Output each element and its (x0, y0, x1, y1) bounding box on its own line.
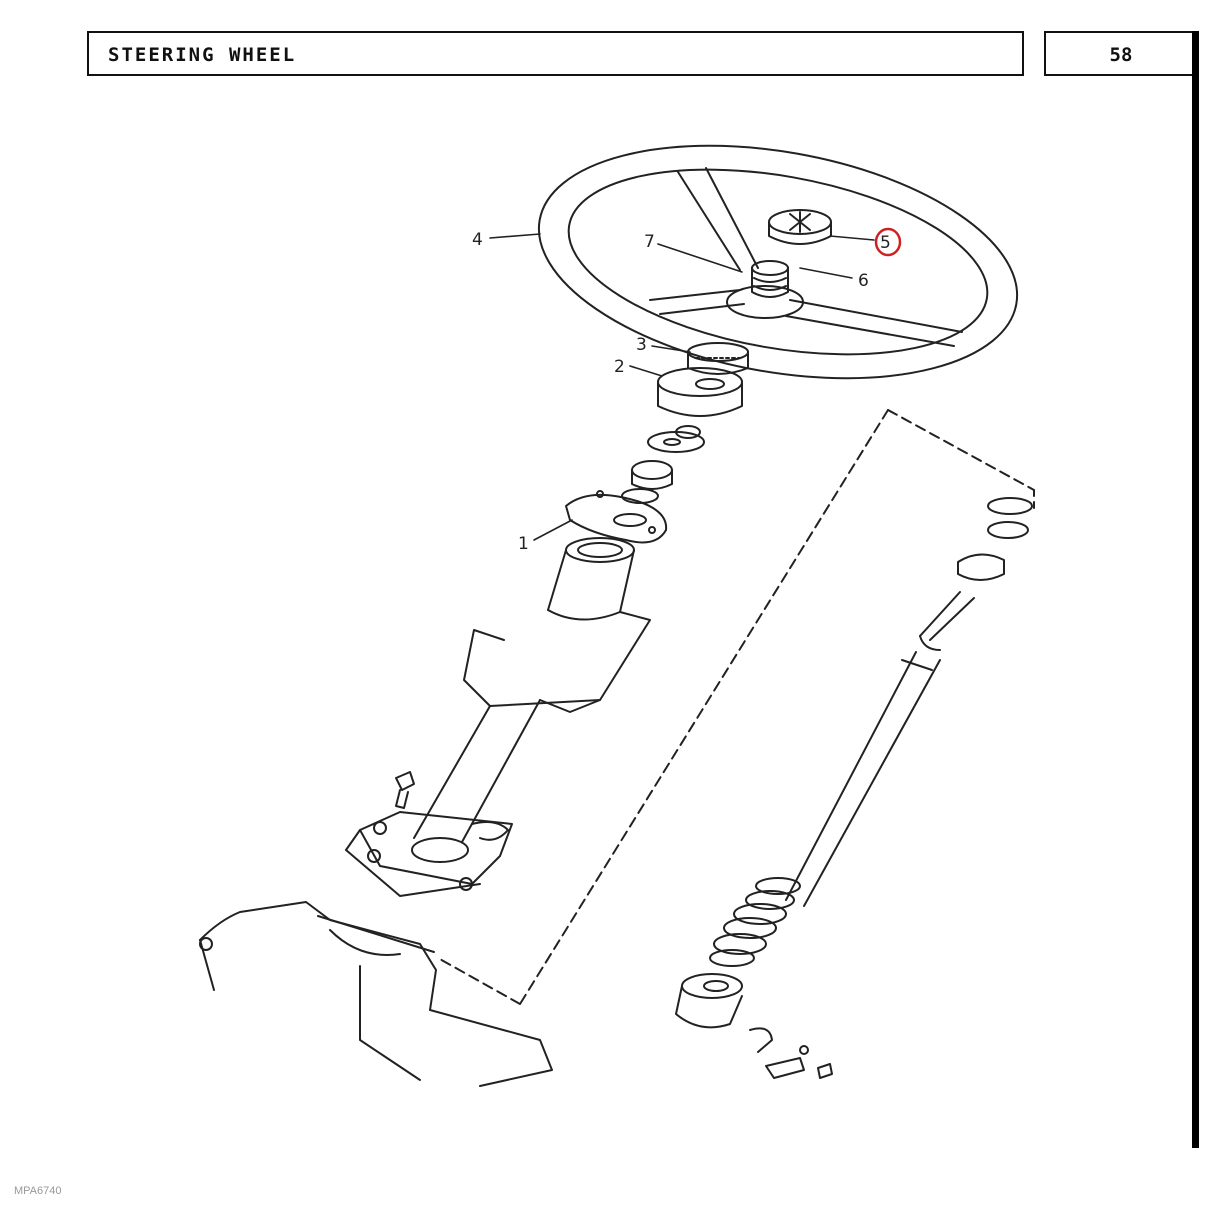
page-title: STEERING WHEEL (108, 44, 297, 66)
callout-3: 3 (636, 335, 647, 355)
hub-nut (751, 260, 789, 298)
steering-wheel (537, 144, 1019, 380)
page-number-box: 58 (1044, 31, 1192, 76)
callout-6: 6 (858, 271, 869, 291)
callout-4: 4 (472, 230, 483, 250)
reference-code: MPA6740 (14, 1185, 62, 1197)
leader-lines (489, 233, 875, 541)
universal-joint (675, 973, 833, 1079)
frame-housing (199, 901, 553, 1087)
callout-7: 7 (644, 232, 655, 252)
highlight-ring (874, 227, 902, 257)
title-box: STEERING WHEEL (87, 31, 1024, 76)
flange (565, 490, 668, 544)
horn-cap (768, 209, 832, 245)
washers (621, 425, 705, 504)
page-number: 58 (1109, 44, 1133, 66)
page-border-rule (1192, 31, 1199, 1148)
callout-2: 2 (614, 357, 625, 377)
steering-column (345, 537, 651, 897)
bearing (657, 367, 743, 417)
steering-shaft (709, 497, 1033, 967)
callout-1: 1 (518, 534, 529, 554)
housing-outline (437, 409, 1035, 1005)
callout-5: 5 (880, 233, 891, 253)
